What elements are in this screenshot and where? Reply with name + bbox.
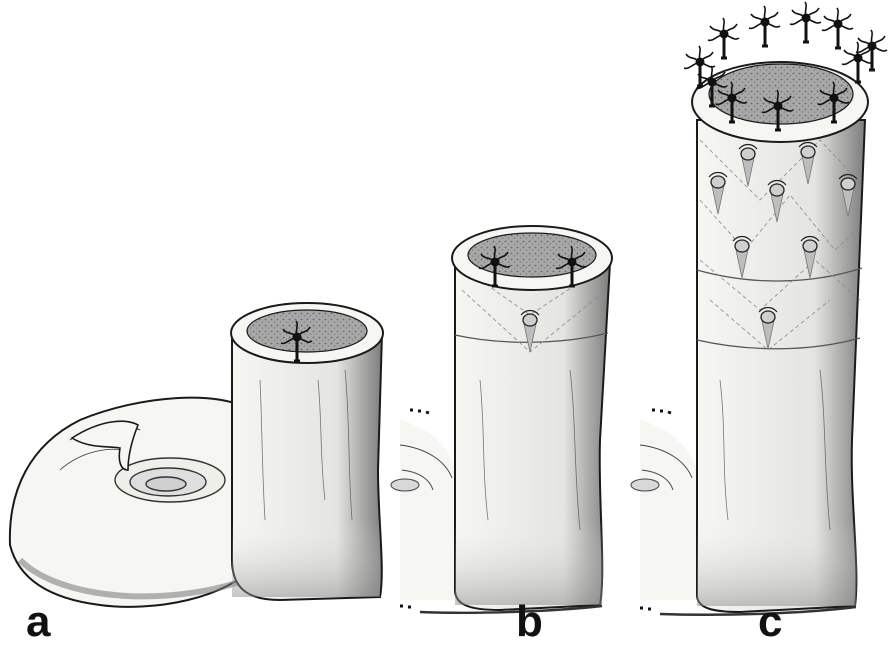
panel-c-ellipsis-bottom (640, 608, 651, 609)
panel-b-coil (400, 420, 455, 600)
panel-b-label: b (516, 600, 543, 644)
panel-b-ellipsis-top (410, 410, 429, 413)
panel-b-lumen (468, 233, 596, 277)
panel-c-coil (640, 420, 697, 600)
panel-c-label: c (758, 600, 782, 644)
panel-b (391, 226, 612, 613)
panel-b-ellipsis-bottom (400, 606, 411, 607)
panel-c-neuron (822, 8, 853, 48)
panel-c-neuron (856, 30, 887, 70)
panel-c-ellipsis-top (652, 410, 671, 413)
panel-c-neuron (749, 6, 780, 46)
panel-c-neuron (790, 2, 821, 42)
panel-a (10, 303, 383, 607)
panel-a-label: a (26, 600, 50, 644)
panel-c (631, 2, 887, 615)
